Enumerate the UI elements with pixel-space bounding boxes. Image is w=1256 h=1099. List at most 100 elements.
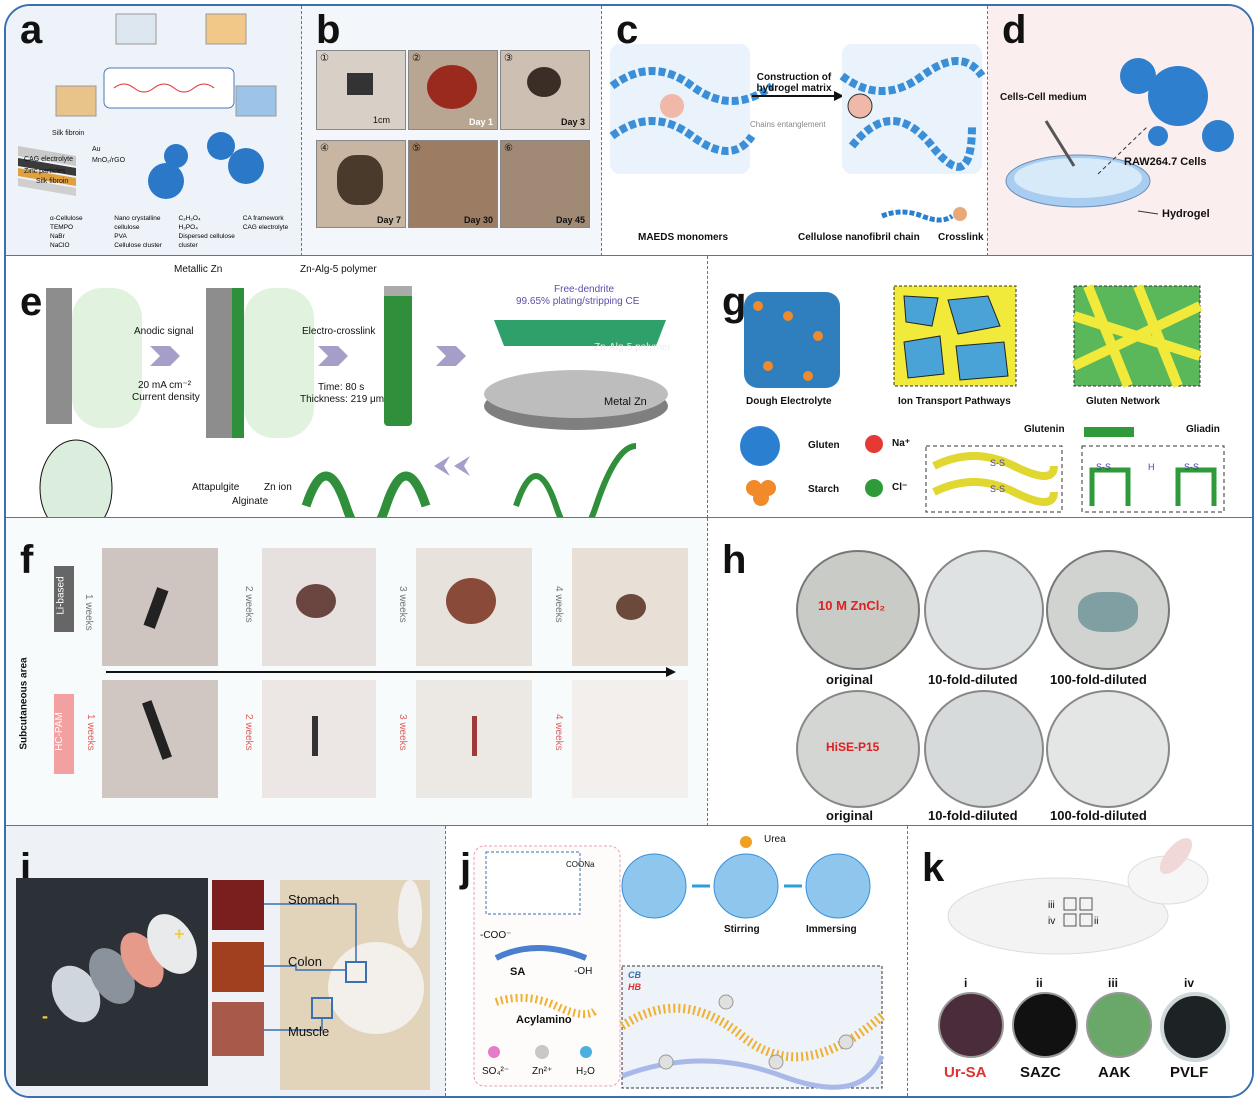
c-bottom-1: MAEDS monomers xyxy=(638,232,729,243)
panel-e-schematic xyxy=(39,286,668,517)
panel-b-label: b xyxy=(316,8,341,52)
h-caption-bot-1: original xyxy=(826,808,873,823)
a-side-label-6: MnO₂/rGO xyxy=(92,157,126,164)
j-cb: CB xyxy=(628,970,641,980)
k-name-2: SAZC xyxy=(1020,1064,1061,1081)
a-legend-item: NaClO xyxy=(50,242,70,249)
i-organ-2: Colon xyxy=(288,954,322,969)
f-week-bot-3: 3 weeks xyxy=(397,714,408,751)
panel-a-schematic xyxy=(18,13,277,199)
h-dish-5 xyxy=(924,690,1044,808)
g-ss: S-S xyxy=(1096,462,1112,472)
b-photo-2: ② Day 1 xyxy=(408,50,498,130)
panel-d-label: d xyxy=(1002,8,1027,52)
g-gluten-net: Gluten Network xyxy=(1086,396,1160,407)
b-photo-4: ④ Day 7 xyxy=(316,140,406,228)
e-free: Free-dendrite xyxy=(554,284,615,295)
k-sample-4 xyxy=(1160,992,1230,1062)
panel-a-label: a xyxy=(20,8,43,52)
a-side-label-2: CAG electrolyte xyxy=(24,156,74,163)
b-photo-1: ① 1cm xyxy=(316,50,406,130)
a-legend: α-Cellulose TEMPO NaBr NaClO Nano crysta… xyxy=(50,214,300,250)
panel-e: e Metallic Zn Anodic signal 20 mA cm⁻² C… xyxy=(6,256,708,518)
g-na: Na⁺ xyxy=(892,438,911,449)
h-dish-4 xyxy=(796,690,920,808)
j-coona: COONa xyxy=(566,860,595,869)
k-sample-3 xyxy=(1086,992,1152,1058)
f-photo-2 xyxy=(262,548,376,666)
g-ion: Ion Transport Pathways xyxy=(898,396,1011,407)
c-bottom-3: Crosslink xyxy=(938,232,984,243)
a-side-label-3: Zinc particles xyxy=(24,168,66,175)
panel-g-schematic xyxy=(740,284,1225,513)
b-photo-day: Day 45 xyxy=(555,215,585,225)
b-photo-num: ⑥ xyxy=(504,143,513,154)
e-layer: Zn-Alg-5 polymer xyxy=(594,342,671,353)
panel-c: c Construction of hydrogel matrix Chains… xyxy=(602,6,988,256)
e-metallic: Metallic Zn xyxy=(174,264,223,275)
panel-f: f Subcutaneous area Li-based HC-PAM 1 we… xyxy=(6,518,708,826)
a-legend-item: Cellulose cluster xyxy=(114,242,162,249)
k-rabbit xyxy=(947,837,1209,955)
panel-j: j COONa Urea Stirring Immersing -COO⁻ SA… xyxy=(446,826,908,1096)
f-photo-5 xyxy=(102,680,218,798)
j-h2o: H₂O xyxy=(576,1066,595,1077)
b-photo-6: ⑥ Day 45 xyxy=(500,140,590,228)
b-photo-num: ④ xyxy=(320,143,329,154)
e-anodic: Anodic signal xyxy=(134,326,194,337)
a-legend-item: TEMPO xyxy=(50,224,74,231)
f-week-bot-1: 1 weeks xyxy=(85,714,96,751)
panel-k-label: k xyxy=(922,846,945,890)
panel-c-schematic xyxy=(609,44,986,223)
k-caption-3: iii xyxy=(1108,976,1119,990)
j-hb: HB xyxy=(628,982,641,992)
e-legend-3: Alginate xyxy=(232,496,269,507)
g-ss: S-S xyxy=(990,484,1006,494)
c-bottom-2: Cellulose nanofibril chain xyxy=(798,232,920,243)
d-cells: RAW264.7 Cells xyxy=(1124,156,1207,168)
h-bottom-text: HiSE-P15 xyxy=(826,740,880,754)
f-photo-6 xyxy=(262,680,376,798)
k-caption-4: iv xyxy=(1184,976,1195,990)
e-thickness: Thickness: 219 μm xyxy=(300,394,385,405)
b-photo-day: Day 1 xyxy=(468,117,493,127)
h-dish-1 xyxy=(796,550,920,670)
c-arrow-sub: Chains entanglement xyxy=(750,120,826,129)
h-dish-3 xyxy=(1046,550,1170,670)
a-legend-item: C₂H₂O₄ xyxy=(178,215,201,222)
a-legend-item: Dispersed cellulose cluster xyxy=(178,233,235,249)
panel-i-label: i xyxy=(20,846,32,890)
panel-e-label: e xyxy=(20,280,43,324)
k-name-4: PVLF xyxy=(1170,1064,1209,1081)
e-ce: 99.65% plating/stripping CE xyxy=(516,296,640,307)
j-schematic xyxy=(473,836,885,1090)
j-acyl: Acylamino xyxy=(516,1014,572,1026)
j-so4: SO₄²⁻ xyxy=(482,1066,510,1077)
k-marker-4: ii xyxy=(1094,916,1099,927)
b-photo-day: Day 3 xyxy=(560,117,585,127)
f-photo-8 xyxy=(572,680,688,798)
h-top-text: 10 M ZnCl₂ xyxy=(818,598,886,613)
b-photo-num: ③ xyxy=(504,53,513,64)
g-ss: S-S xyxy=(1184,462,1200,472)
g-dough: Dough Electrolyte xyxy=(746,396,832,407)
f-group2 xyxy=(54,694,74,774)
k-name-3: AAK xyxy=(1098,1064,1131,1081)
a-side-label-5: Au xyxy=(92,146,101,153)
a-legend-item: Nano crystalline cellulose xyxy=(114,215,161,231)
b-photo-3: ③ Day 3 xyxy=(500,50,590,130)
panel-i: i + - Stomach Colon Muscle xyxy=(6,826,446,1096)
k-sample-2 xyxy=(1012,992,1078,1058)
a-legend-item: α-Cellulose xyxy=(50,215,83,222)
panel-h: h 10 M ZnCl₂ original 10-fold-diluted 10… xyxy=(708,518,1252,826)
panel-g-label: g xyxy=(722,280,747,324)
panel-c-label: c xyxy=(616,8,639,52)
b-photo-num: ① xyxy=(320,53,329,64)
panel-g: g Dough Electrolyte Ion Transport Pathwa… xyxy=(708,256,1252,518)
f-photo-7 xyxy=(416,680,532,798)
panel-d: d Cells-Cell medium RAW264.7 Cells Hydro… xyxy=(988,6,1252,256)
i-organ-1: Stomach xyxy=(288,892,340,907)
g-gluten: Gluten xyxy=(808,440,840,451)
panel-k: k iii iv ii i ii iii iv Ur-SA SAZC AAK P… xyxy=(908,826,1252,1096)
panel-a: a Silk fibroin CAG electrolyte Zinc part… xyxy=(6,6,302,256)
